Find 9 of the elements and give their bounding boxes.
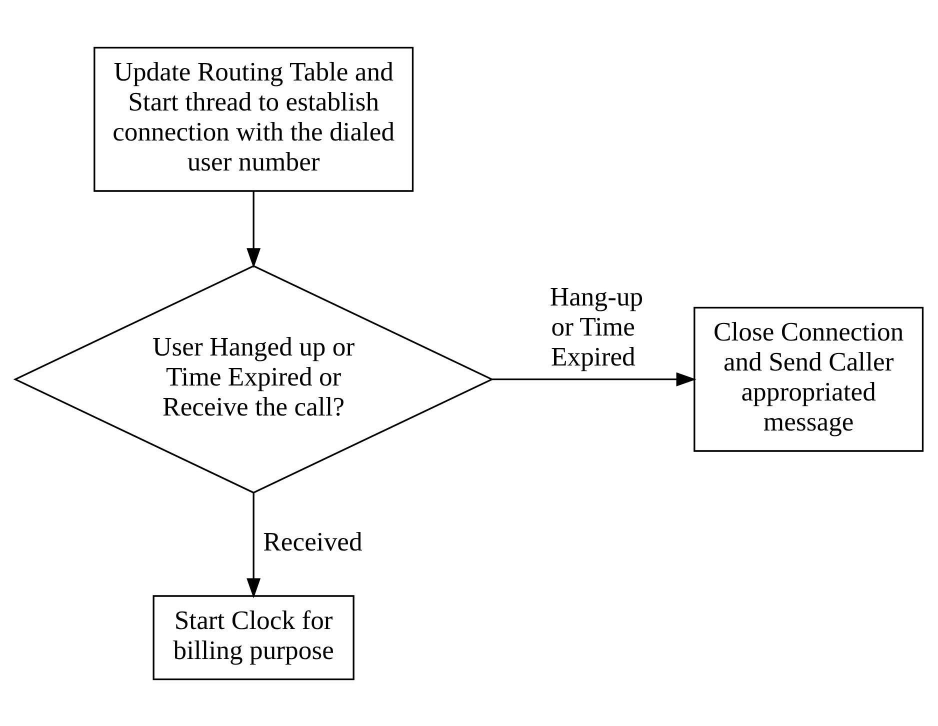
node-box: Start Clock for billing purpose [152, 594, 354, 680]
edge-label: Hang-up or Time Expired [550, 281, 644, 372]
node-box: Update Routing Table and Start thread to establish connection with the dialed user number [94, 46, 414, 192]
arrow [246, 190, 261, 268]
node-box: Close Connection and Send Caller appropriated message [694, 306, 924, 452]
arrow [492, 372, 696, 386]
node-diamond: User Hanged up or Time Expired or Receive the call? [13, 264, 494, 494]
edge-label: Received [263, 526, 362, 556]
arrow [246, 492, 261, 598]
